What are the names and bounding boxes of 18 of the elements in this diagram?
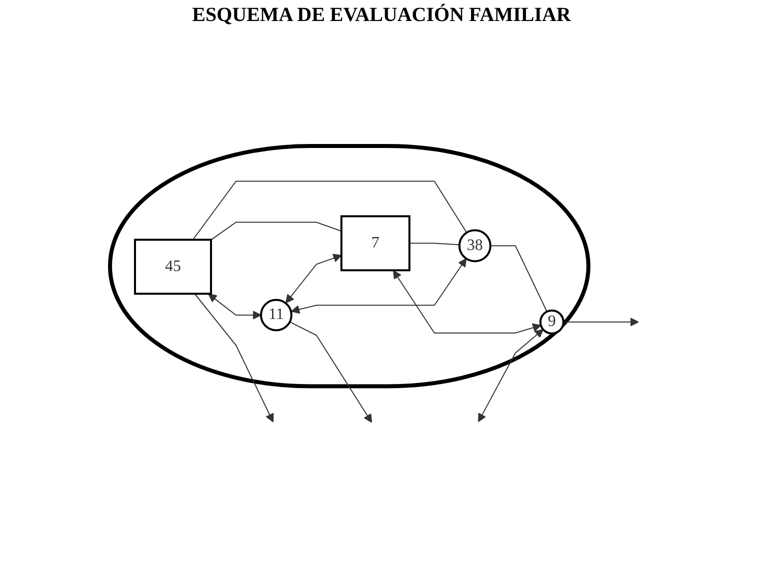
node-circle: 11 — [260, 299, 293, 332]
arrow — [286, 254, 342, 304]
connector — [490, 246, 548, 312]
diagram-title: ESQUEMA DE EVALUACIÓN FAMILIAR — [191, 4, 572, 27]
node-circle: 9 — [540, 310, 565, 335]
node-box: 45 — [134, 239, 212, 296]
arrow — [393, 270, 542, 334]
arrow — [478, 329, 544, 422]
connector — [192, 181, 468, 241]
node-circle: 38 — [458, 230, 492, 263]
arrow — [208, 294, 262, 320]
arrow — [563, 318, 640, 327]
connector — [210, 222, 342, 241]
arrow — [194, 294, 274, 423]
node-box: 7 — [340, 216, 411, 272]
connector — [409, 243, 460, 246]
arrow — [290, 322, 372, 424]
arrow — [291, 258, 467, 314]
